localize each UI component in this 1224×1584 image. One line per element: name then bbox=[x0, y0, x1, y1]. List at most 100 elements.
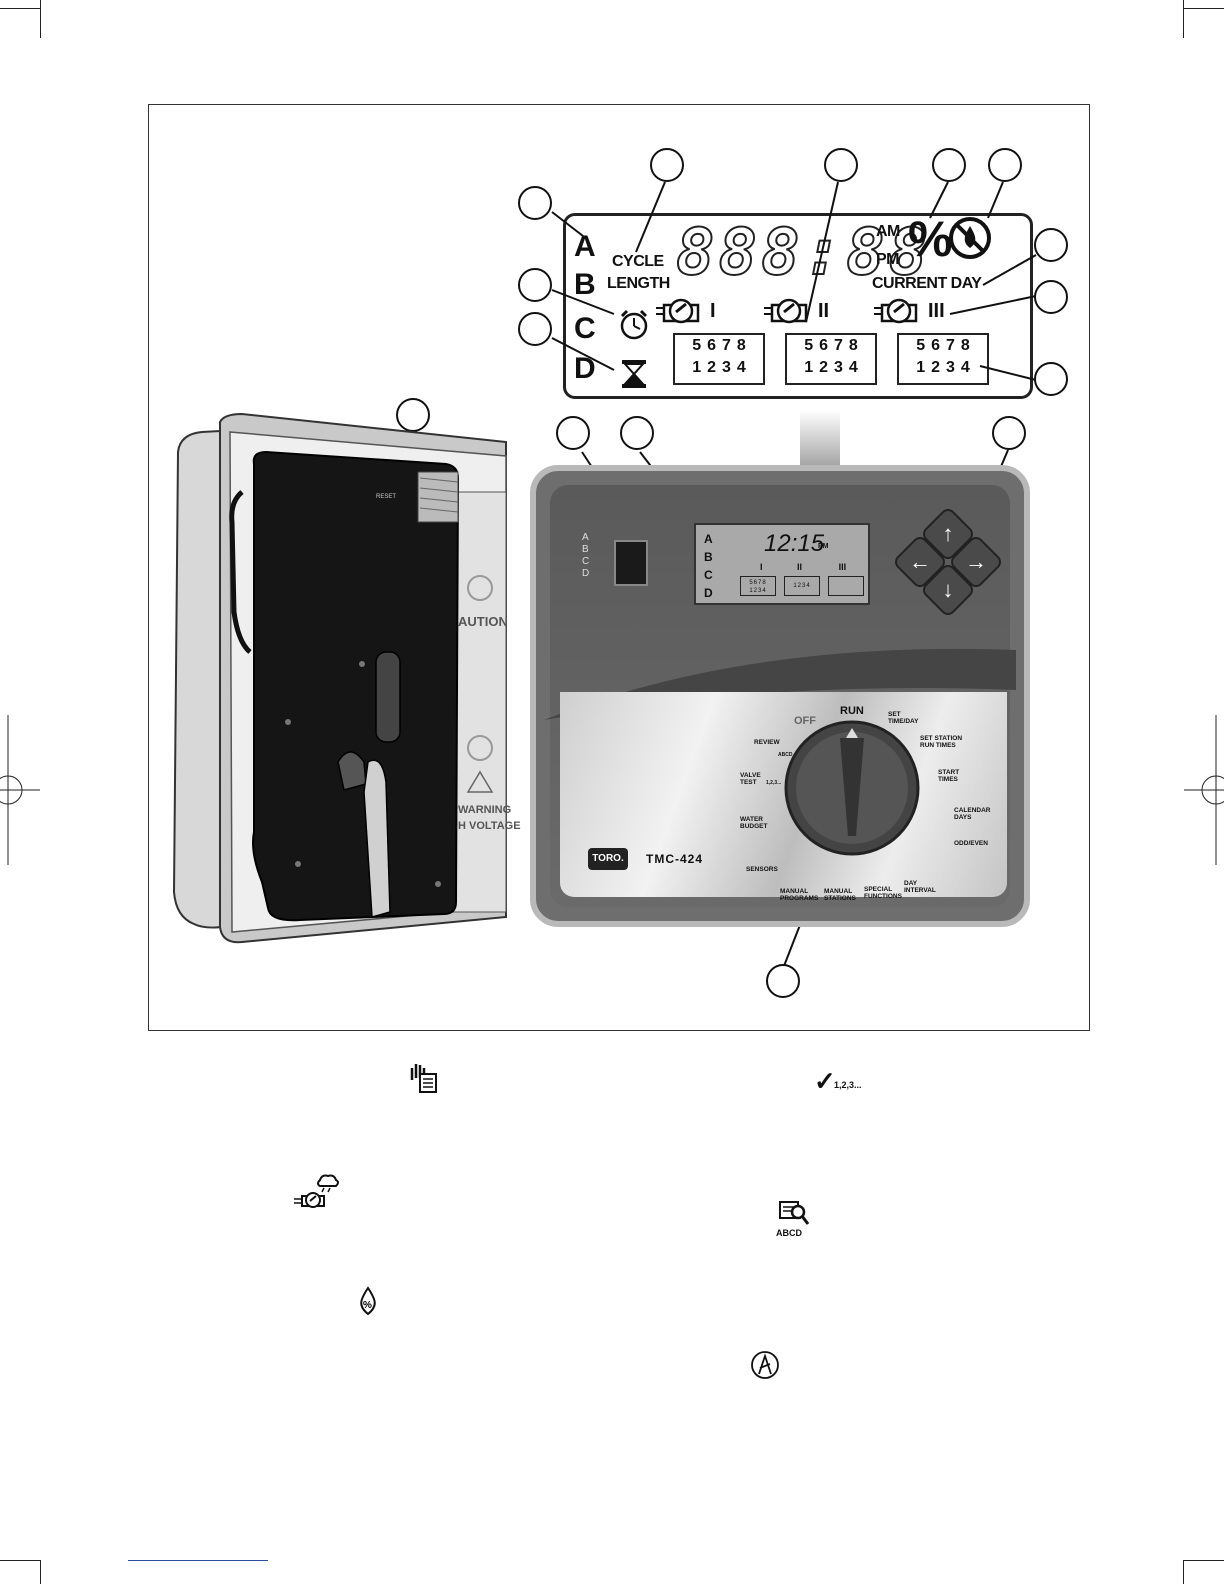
callout-circle bbox=[650, 148, 684, 182]
controller-pm: PM bbox=[818, 543, 829, 550]
down-arrow-icon: ↓ bbox=[942, 577, 954, 602]
dial-label-manual-stations: MANUAL STATIONS bbox=[824, 888, 856, 902]
callout-circle bbox=[824, 148, 858, 182]
station-row-top: 5678 bbox=[804, 337, 864, 354]
dial-label-set-time-day: SET TIME/DAY bbox=[888, 711, 919, 725]
voltage-text: H VOLTAGE bbox=[458, 820, 521, 832]
controller-lcd-letters: A B C D bbox=[704, 530, 713, 602]
dial-label-run: RUN bbox=[840, 705, 864, 717]
lcd-letter: A bbox=[704, 532, 713, 546]
crop-mark bbox=[40, 1560, 41, 1584]
dial-label-day-interval: DAY INTERVAL bbox=[904, 880, 936, 894]
reset-label: RESET bbox=[376, 494, 397, 500]
dial-label-valve-test: VALVE TEST bbox=[740, 772, 761, 786]
controller-station-box-1: 5678 1234 bbox=[740, 576, 776, 596]
station-row-bottom: 1234 bbox=[804, 359, 864, 376]
dial-label-manual-programs: MANUAL PROGRAMS bbox=[780, 888, 819, 902]
crop-mark bbox=[0, 8, 40, 9]
mini-roman: III bbox=[838, 562, 847, 572]
rain-sensor-icon bbox=[949, 217, 991, 259]
dial-label-sensors: SENSORS bbox=[746, 866, 778, 873]
station-row-bottom: 1234 bbox=[692, 359, 752, 376]
callout-circle bbox=[396, 398, 430, 432]
program-letter-b: B bbox=[574, 268, 596, 301]
controller-lcd bbox=[694, 523, 870, 605]
crop-mark bbox=[128, 1560, 268, 1561]
warning-text: WARNING bbox=[458, 804, 512, 816]
lcd-letter: D bbox=[704, 586, 713, 600]
selector-letter: D bbox=[582, 568, 590, 579]
callout-circle bbox=[518, 312, 552, 346]
lcd-digits: 888:88 bbox=[675, 216, 932, 290]
callout-circle bbox=[1034, 228, 1068, 262]
station-box-3: 5678 1234 bbox=[897, 333, 989, 385]
cycle-label: CYCLE bbox=[612, 253, 664, 270]
program-letter-d: D bbox=[574, 352, 596, 385]
dial-label-set-station-run-times: SET STATION RUN TIMES bbox=[920, 735, 963, 749]
figure-frame bbox=[148, 104, 1090, 1031]
model-name: TMC-424 bbox=[646, 852, 704, 866]
selector-letter: C bbox=[582, 556, 590, 567]
up-arrow-icon: ↑ bbox=[942, 521, 954, 546]
program-letter-a: A bbox=[574, 230, 596, 263]
crop-mark bbox=[1184, 1560, 1224, 1561]
lcd-letter: B bbox=[704, 550, 713, 564]
selector-letter: B bbox=[582, 544, 589, 555]
station-row-top: 5678 bbox=[692, 337, 752, 354]
caution-text: AUTION bbox=[458, 614, 508, 629]
water-budget-icon: % bbox=[360, 1286, 376, 1316]
dial-label-special-functions: SPECIAL FUNCTIONS bbox=[864, 886, 902, 900]
lcd-display-detail bbox=[563, 213, 1033, 399]
callout-circle bbox=[992, 416, 1026, 450]
controller-station-box-3 bbox=[828, 576, 864, 596]
current-day-label: CURRENT DAY bbox=[872, 275, 982, 292]
controller-start-marks: I II III bbox=[760, 562, 846, 572]
callout-circle bbox=[620, 416, 654, 450]
start-time-valve-icon-3 bbox=[874, 298, 918, 324]
callout-circle bbox=[932, 148, 966, 182]
mini-station-bottom: 1234 bbox=[793, 583, 811, 589]
callout-circle bbox=[556, 416, 590, 450]
dial-label-calendar-days: CALENDAR DAYS bbox=[954, 807, 991, 821]
program-letter-c: C bbox=[574, 312, 596, 345]
dial-label-off: OFF bbox=[794, 715, 816, 727]
valve-test-check-icon: ✓ bbox=[814, 1066, 836, 1096]
review-icon bbox=[779, 1201, 810, 1225]
callout-circle bbox=[766, 964, 800, 998]
mini-station-top: 5678 bbox=[749, 580, 767, 586]
callout-circle bbox=[1034, 362, 1068, 396]
start-time-valve-icon-1 bbox=[656, 298, 700, 324]
callout-circle bbox=[518, 186, 552, 220]
pm-label: PM bbox=[876, 251, 900, 268]
dial-label-odd-even: ODD/EVEN bbox=[954, 840, 988, 847]
dial-faceplate bbox=[560, 692, 1007, 897]
length-label: LENGTH bbox=[607, 275, 670, 292]
registration-mark-left bbox=[0, 715, 40, 865]
callout-circle bbox=[988, 148, 1022, 182]
start-time-roman-2: II bbox=[818, 300, 830, 322]
dial-label-valve-test-seq: 1,2,3... bbox=[766, 780, 782, 786]
toro-logo: TORO. bbox=[588, 848, 628, 870]
controller-station-box-2: 1234 bbox=[784, 576, 820, 596]
alarm-clock-icon bbox=[620, 309, 648, 340]
crop-mark bbox=[0, 1560, 40, 1561]
sensors-icon bbox=[294, 1174, 339, 1208]
start-time-roman-1: I bbox=[710, 300, 716, 322]
percent-symbol: % bbox=[908, 211, 953, 267]
station-box-1: 5678 1234 bbox=[673, 333, 765, 385]
program-select-button[interactable] bbox=[614, 540, 648, 586]
selector-letter: A bbox=[582, 532, 589, 543]
svg-text:%: % bbox=[363, 1300, 372, 1311]
manual-programs-icon bbox=[410, 1064, 437, 1093]
crop-mark bbox=[1184, 8, 1224, 9]
mini-roman: II bbox=[797, 562, 803, 572]
callout-circle bbox=[1034, 280, 1068, 314]
am-label: AM bbox=[876, 223, 900, 240]
mini-station-bottom: 1234 bbox=[749, 588, 767, 594]
controller-time: 12:15 bbox=[764, 530, 825, 557]
rotary-dial[interactable] bbox=[782, 718, 922, 858]
valve-test-seq-label: 1,2,3... bbox=[834, 1080, 862, 1090]
crop-mark bbox=[40, 0, 41, 38]
right-arrow-icon: → bbox=[965, 549, 987, 574]
program-selector-letters: A B C D bbox=[582, 532, 589, 580]
